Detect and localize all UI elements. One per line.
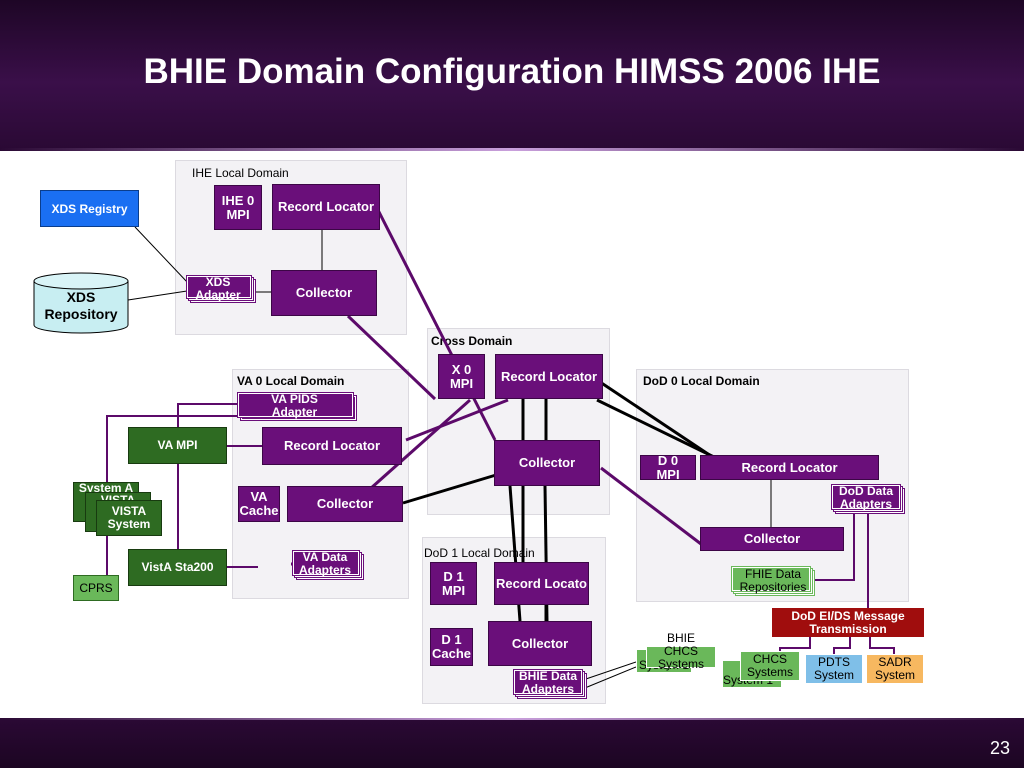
xds-adapter[interactable]: XDS Adapter xyxy=(186,275,256,303)
dod1-local-domain-label: DoD 1 Local Domain xyxy=(424,546,535,560)
bhie-data-adapters[interactable]: BHIE Data Adapters xyxy=(513,669,587,699)
xds-adapter-label: XDS Adapter xyxy=(195,275,241,302)
va-cache[interactable]: VA Cache xyxy=(238,486,280,522)
bhie-chcs-systems[interactable]: BHIE CHCS Systems xyxy=(646,631,716,670)
dod-data-adapters-label: DoD Data Adapters xyxy=(838,484,893,511)
slide-footer xyxy=(0,720,1024,768)
va-mpi[interactable]: VA MPI xyxy=(128,427,227,464)
xds-repository-label: XDS Repository xyxy=(44,289,118,322)
footer-divider xyxy=(0,718,1024,721)
vista-sta200[interactable]: VistA Sta200 xyxy=(128,549,227,586)
d0-mpi[interactable]: D 0 MPI xyxy=(640,455,696,480)
dod-data-adapters[interactable]: DoD Data Adapters xyxy=(831,484,905,514)
bhie-data-adapters-label: BHIE Data Adapters xyxy=(518,669,577,696)
va-data-adapters-label: VA Data Adapters xyxy=(298,550,351,577)
d1-cache[interactable]: D 1 Cache xyxy=(430,628,473,666)
sadr-system[interactable]: SADR System xyxy=(866,654,924,684)
xds-registry[interactable]: XDS Registry xyxy=(40,190,139,227)
system-a-label: System A xyxy=(78,481,134,495)
cross-record-locator[interactable]: Record Locator xyxy=(495,354,603,399)
bhie-chcs-systems-label: BHIE CHCS Systems xyxy=(657,630,704,671)
va-collector[interactable]: Collector xyxy=(287,486,403,522)
dod-collector[interactable]: Collector xyxy=(700,527,844,551)
cross-domain-label: Cross Domain xyxy=(431,334,513,348)
va-record-locator[interactable]: Record Locator xyxy=(262,427,402,465)
ihe-local-domain-label: IHE Local Domain xyxy=(192,166,289,180)
cprs[interactable]: CPRS xyxy=(73,575,119,601)
x0-mpi[interactable]: X 0 MPI xyxy=(438,354,485,399)
dod0-local-domain-label: DoD 0 Local Domain xyxy=(643,374,760,388)
cylinder-icon xyxy=(33,272,129,334)
va-pids-adapter[interactable]: VA PIDS Adapter xyxy=(237,392,357,421)
dod-record-locator[interactable]: Record Locator xyxy=(700,455,879,480)
fhie-data-repositories-label: FHIE Data Repositories xyxy=(739,567,807,594)
va-pids-adapter-label: VA PIDS Adapter xyxy=(271,392,318,419)
slide-header xyxy=(0,0,1024,150)
ihe-collector[interactable]: Collector xyxy=(271,270,377,316)
header-divider xyxy=(0,148,1024,151)
d1-mpi[interactable]: D 1 MPI xyxy=(430,562,477,605)
dod-ei-ds[interactable]: DoD EI/DS Message Transmission xyxy=(772,608,924,637)
chcs-systems[interactable]: CHCS Systems xyxy=(740,651,800,681)
d1-record-locator[interactable]: Record Locato xyxy=(494,562,589,605)
ihe-record-locator[interactable]: Record Locator xyxy=(272,184,380,230)
page-number: 23 xyxy=(989,738,1010,758)
vista-system[interactable]: VISTA System xyxy=(96,500,162,536)
ihe0-mpi[interactable]: IHE 0 MPI xyxy=(214,185,262,230)
cross-collector[interactable]: Collector xyxy=(494,440,600,486)
va0-local-domain-label: VA 0 Local Domain xyxy=(237,374,345,388)
fhie-data-repositories[interactable]: FHIE Data Repositories xyxy=(731,566,815,596)
slide-title: BHIE Domain Configuration HIMSS 2006 IHE xyxy=(143,52,881,91)
va-data-adapters[interactable]: VA Data Adapters xyxy=(292,550,364,580)
d1-collector[interactable]: Collector xyxy=(488,621,592,666)
pdts-system[interactable]: PDTS System xyxy=(805,654,863,684)
xds-repository[interactable]: XDS Repository xyxy=(33,272,129,334)
